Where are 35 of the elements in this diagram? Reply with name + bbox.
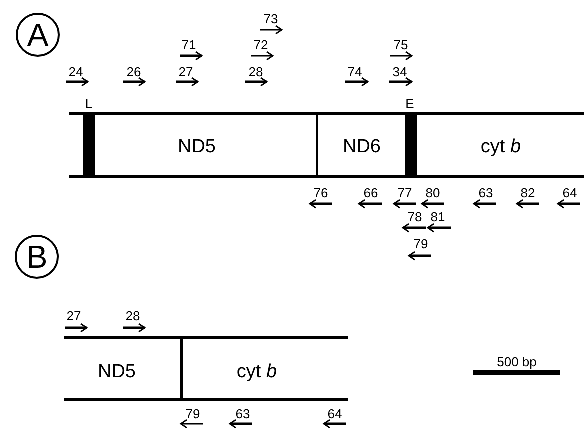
primer-number: 71 (182, 38, 196, 52)
primer-number: 66 (364, 186, 378, 200)
primer-number: 28 (248, 66, 264, 78)
primer-number: 77 (398, 186, 412, 200)
primer-number: 64 (328, 408, 342, 420)
primer-number: 78 (408, 210, 422, 224)
gene-name: cyt b (236, 362, 278, 382)
panel-letter: B (15, 235, 59, 279)
site-label: L (85, 98, 93, 110)
primer-number: 24 (68, 66, 84, 78)
primer-number: 63 (478, 186, 494, 200)
gene-name: ND5 (98, 362, 136, 382)
primer-number: 75 (394, 38, 408, 52)
site-label: E (406, 98, 414, 110)
primer-number: 74 (348, 66, 362, 78)
primer-number: 76 (314, 186, 328, 200)
scale-label: 500 bp (497, 356, 537, 368)
primer-number: 34 (392, 66, 408, 78)
primer-number: 82 (520, 186, 536, 200)
primer-number: 81 (430, 210, 446, 224)
primer-number: 73 (264, 12, 278, 26)
primer-number: 28 (126, 310, 140, 322)
primer-number: 26 (126, 66, 142, 78)
primer-number: 27 (66, 310, 82, 322)
primer-number: 63 (236, 408, 250, 420)
primer-number: 27 (178, 66, 194, 78)
gene-name: ND6 (343, 138, 381, 156)
primer-number: 72 (254, 38, 268, 52)
gene-name: ND5 (178, 138, 216, 156)
primer-number: 79 (186, 408, 200, 420)
primer-number: 80 (426, 186, 440, 200)
primer-number: 64 (562, 186, 578, 200)
primer-number: 79 (414, 238, 428, 250)
gene-name: cyt b (480, 138, 522, 156)
panel-letter: A (16, 13, 60, 57)
